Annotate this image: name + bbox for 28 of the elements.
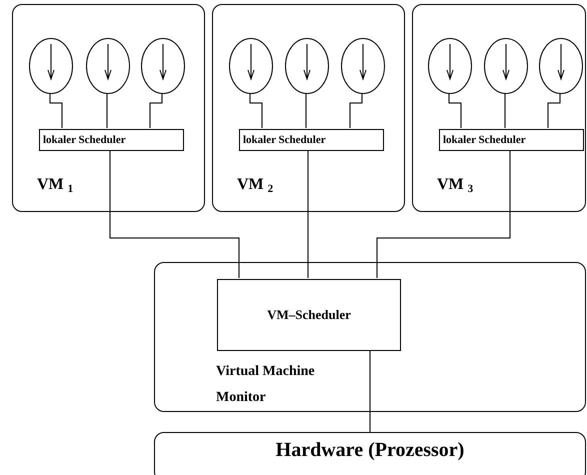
connector-line [50,92,62,128]
vm-label: VM $_{3}$ [437,175,474,197]
thread-drawing [141,38,185,94]
vm-label: VM $_{2}$ [237,175,274,197]
connector-line [350,92,362,128]
scheduler-label: lokaler Scheduler [243,132,326,148]
connector-line [504,92,506,128]
thread-drawing [229,38,273,94]
connector-line [548,92,560,128]
hardware-label: Hardware (Prozessor) [276,438,464,463]
vm-label: VM $_{1}$ [37,175,74,197]
scheduler-label: lokaler Scheduler [443,132,526,148]
connector-line [376,150,510,278]
connector-line [110,150,240,278]
thread-drawing [539,38,583,94]
thread-drawing [484,38,528,94]
thread-drawing [428,38,472,94]
scheduler-label: VM–Scheduler [267,306,351,324]
connector-line [250,92,262,128]
thread-drawing [285,38,329,94]
connector-line [150,92,162,128]
thread-drawing [341,38,385,94]
connector-line [448,92,462,128]
monitor-label: Virtual Machine Monitor [216,363,316,407]
thread-drawing [29,38,73,94]
thread-drawing [86,38,130,94]
scheduler-label: lokaler Scheduler [43,132,126,148]
connector-line [106,92,108,128]
